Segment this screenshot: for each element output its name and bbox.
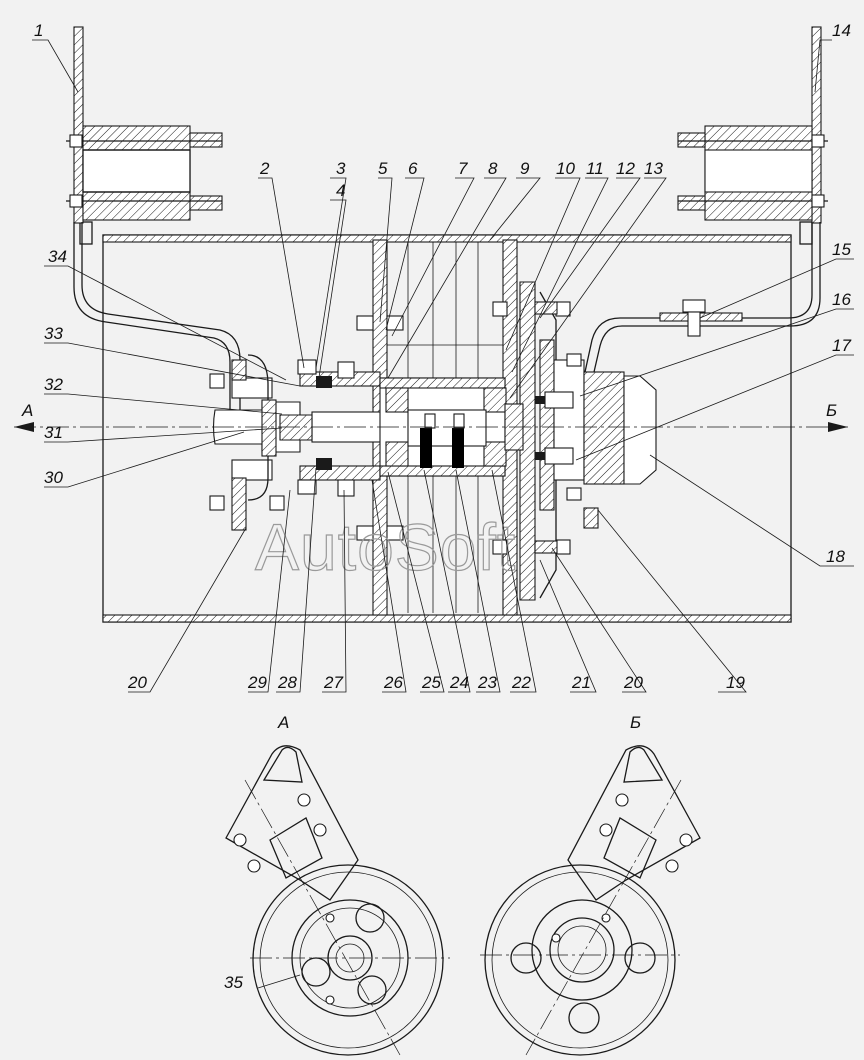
main-section-view: А Б AutoSoft	[14, 26, 848, 623]
callout-13: 13	[644, 159, 663, 178]
right-bracket	[584, 26, 828, 373]
watermark: AutoSoft	[255, 510, 516, 584]
callout-16: 16	[832, 290, 851, 309]
callout-2: 2	[259, 159, 270, 178]
section-mark-a: А	[21, 401, 33, 420]
callout-21: 21	[571, 673, 591, 692]
view-a-title: А	[277, 713, 289, 732]
callout-11: 11	[586, 159, 604, 178]
callout-15: 15	[832, 240, 851, 259]
view-b: Б	[480, 713, 701, 1056]
callout-29: 29	[247, 673, 267, 692]
callout-31: 31	[44, 423, 63, 442]
callout-7: 7	[458, 159, 468, 178]
callout-24: 24	[449, 673, 469, 692]
callout-10: 10	[556, 159, 575, 178]
callout-18: 18	[826, 547, 845, 566]
callout-leaders	[32, 39, 854, 693]
callout-3: 3	[336, 159, 346, 178]
callout-14: 14	[832, 21, 851, 40]
callout-17: 17	[832, 336, 851, 355]
section-mark-b: Б	[826, 401, 837, 420]
callout-27: 27	[323, 673, 343, 692]
callout-25: 25	[421, 673, 441, 692]
callout-12: 12	[616, 159, 635, 178]
callout-23: 23	[477, 673, 497, 692]
left-bracket	[66, 26, 241, 410]
callout-5: 5	[378, 159, 388, 178]
callout-6: 6	[408, 159, 418, 178]
callout-35: 35	[224, 973, 243, 992]
callout-20-right: 20	[623, 673, 643, 692]
callout-1: 1	[34, 21, 43, 40]
callout-26: 26	[383, 673, 403, 692]
view-a: А	[225, 713, 450, 1056]
callout-30: 30	[44, 468, 63, 487]
callout-32: 32	[44, 375, 63, 394]
callout-labels: 1 2 3 4 5 6 7 8 9 10 11 12 13 14 15 16 1…	[34, 21, 851, 992]
callout-33: 33	[44, 324, 63, 343]
view-b-title: Б	[630, 713, 641, 732]
callout-28: 28	[277, 673, 297, 692]
callout-8: 8	[488, 159, 498, 178]
callout-34: 34	[48, 247, 67, 266]
callout-22: 22	[511, 673, 531, 692]
callout-4: 4	[336, 181, 345, 200]
callout-19: 19	[726, 673, 745, 692]
callout-9: 9	[520, 159, 530, 178]
callout-20-left: 20	[127, 673, 147, 692]
wall-bolts	[209, 301, 582, 555]
